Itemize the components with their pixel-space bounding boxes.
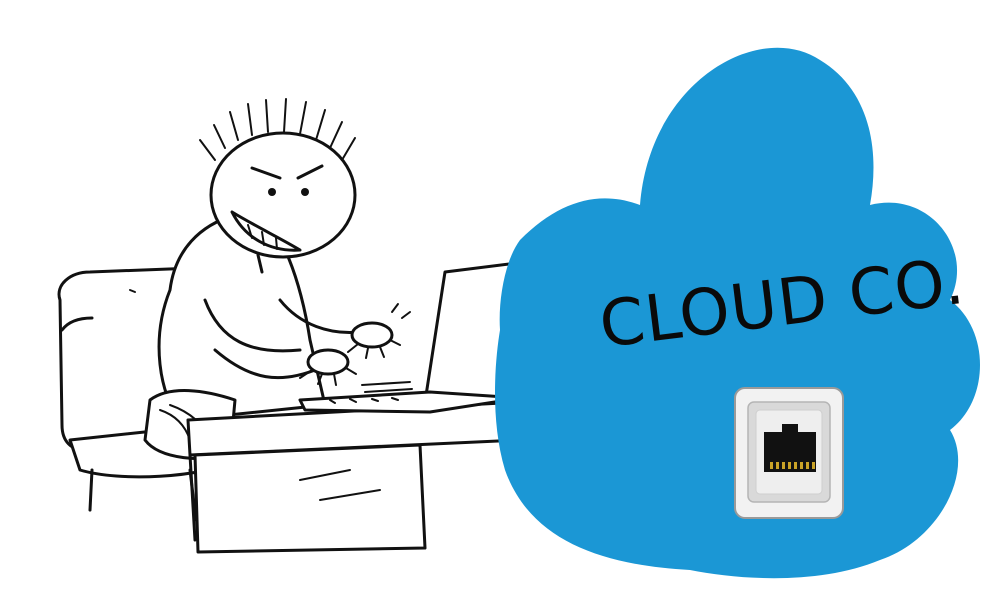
desk-icon [186,400,522,554]
cloud-shape [495,47,980,579]
laptop-icon [298,260,527,414]
ethernet-port-icon [734,387,844,519]
stick-figure-typing-icon [143,98,411,461]
